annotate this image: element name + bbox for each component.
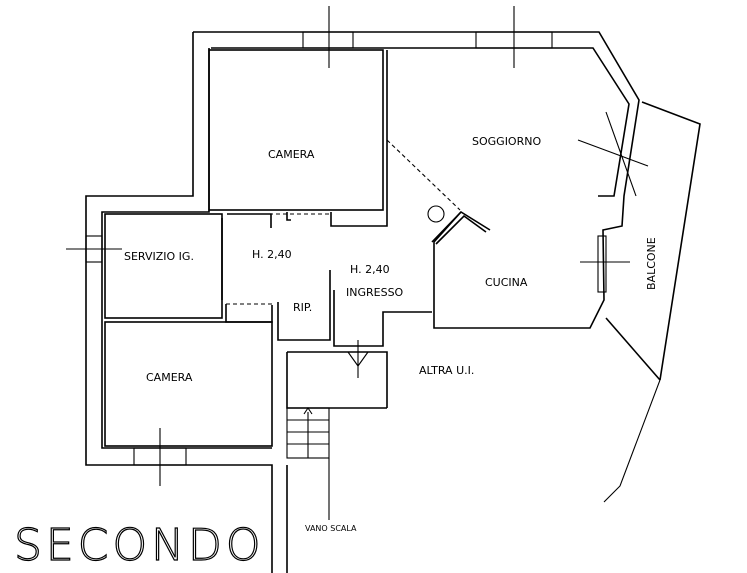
windows: [66, 6, 649, 486]
room-label-ingresso: INGRESSO: [346, 286, 404, 299]
height-label-corridor: H. 2,40: [252, 248, 292, 261]
interior-walls: [104, 49, 491, 447]
label-vano-scala: VANO SCALA: [305, 524, 357, 533]
flue-circle: [427, 205, 445, 223]
room-label-camera-top: CAMERA: [268, 148, 315, 161]
room-label-ripostiglio: RIP.: [293, 301, 312, 314]
entrance-arrow: [347, 340, 369, 378]
room-label-cucina: CUCINA: [485, 276, 528, 289]
label-altra-ui: ALTRA U.I.: [419, 364, 474, 377]
outer-walls: [85, 31, 640, 573]
room-label-soggiorno: SOGGIORNO: [472, 135, 541, 148]
height-label-ingresso: H. 2,40: [350, 263, 390, 276]
dashed-lines: [226, 139, 461, 305]
balcony: [603, 101, 701, 503]
room-label-balcone: BALCONE: [645, 237, 658, 290]
stair: [286, 407, 330, 520]
room-label-servizio: SERVIZIO IG.: [124, 250, 194, 263]
floor-label: SECONDO: [14, 520, 265, 571]
room-label-camera-bottom: CAMERA: [146, 371, 193, 384]
